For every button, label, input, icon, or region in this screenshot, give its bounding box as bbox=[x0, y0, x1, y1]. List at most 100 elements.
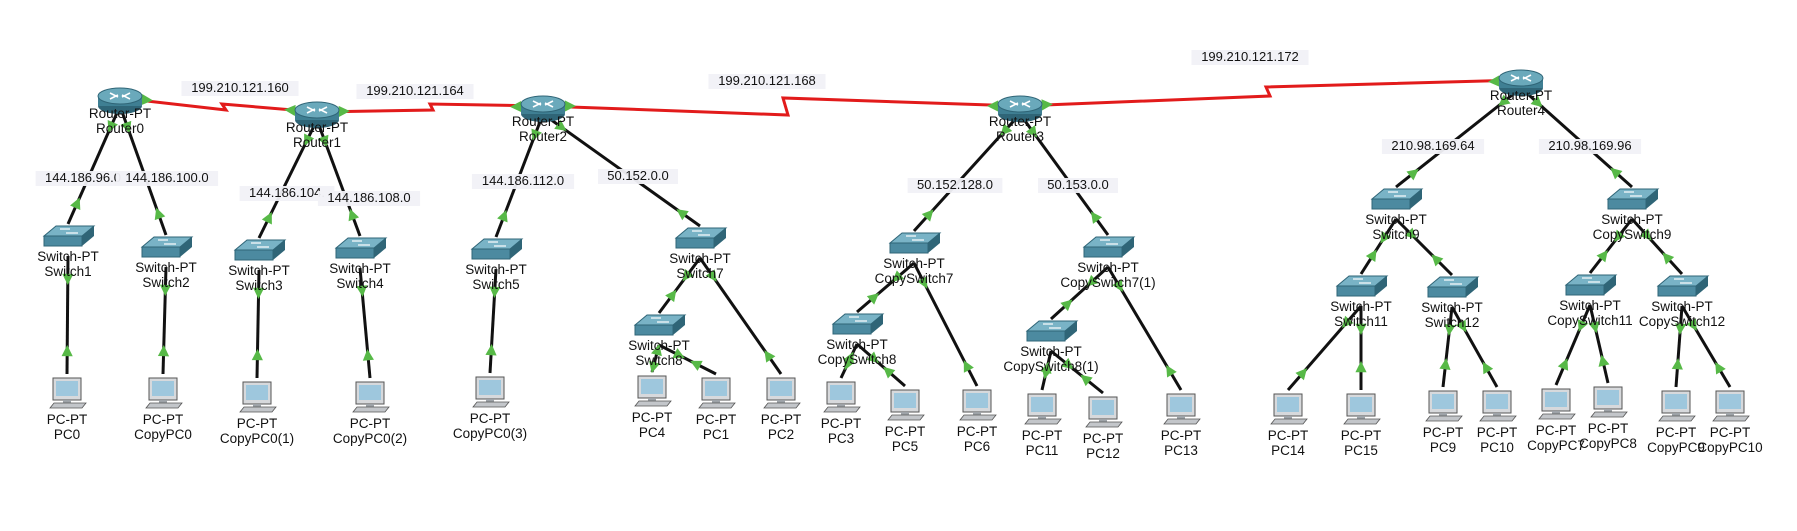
ethernet-link[interactable] bbox=[657, 257, 702, 314]
ethernet-link[interactable] bbox=[856, 261, 915, 314]
switch-front bbox=[1565, 284, 1605, 296]
ethernet-cable[interactable] bbox=[1674, 305, 1684, 388]
serial-cable[interactable] bbox=[119, 96, 318, 114]
serial-link[interactable] bbox=[542, 96, 1021, 117]
ethernet-link[interactable] bbox=[1674, 305, 1684, 388]
ethernet-link[interactable] bbox=[1394, 217, 1454, 277]
serial-link[interactable] bbox=[1019, 78, 1522, 108]
device-name-label: CopyPC7 bbox=[1527, 438, 1585, 453]
ethernet-link[interactable] bbox=[1441, 306, 1454, 388]
network-label: 144.186.96.0 bbox=[35, 170, 131, 186]
ethernet-cable[interactable] bbox=[856, 261, 915, 314]
serial-cable[interactable] bbox=[1019, 78, 1522, 108]
ethernet-cable[interactable] bbox=[1450, 306, 1499, 388]
device-model-label: PC-PT bbox=[761, 412, 802, 427]
ethernet-link[interactable] bbox=[1450, 306, 1499, 388]
pc-screen bbox=[1719, 394, 1741, 409]
ethernet-link[interactable] bbox=[488, 268, 498, 374]
ethernet-link[interactable] bbox=[1630, 217, 1684, 276]
ethernet-cable[interactable] bbox=[856, 342, 906, 388]
ethernet-cable[interactable] bbox=[1394, 217, 1454, 277]
switch-front bbox=[234, 249, 274, 261]
ethernet-cable[interactable] bbox=[658, 343, 717, 376]
device-model-label: Switch-PT bbox=[1077, 260, 1139, 275]
link-light bbox=[1530, 95, 1543, 108]
ethernet-link[interactable] bbox=[658, 343, 717, 376]
serial-link[interactable] bbox=[119, 96, 318, 114]
ethernet-cable[interactable] bbox=[1588, 304, 1610, 384]
ethernet-link[interactable] bbox=[1359, 218, 1398, 275]
network-address: 210.98.169.64 bbox=[1391, 138, 1474, 153]
ethernet-cable[interactable] bbox=[1359, 218, 1398, 275]
ethernet-cable[interactable] bbox=[488, 268, 498, 374]
ethernet-link[interactable] bbox=[1554, 304, 1592, 386]
pc-stand bbox=[1493, 413, 1501, 417]
ethernet-cable[interactable] bbox=[1680, 305, 1732, 388]
ethernet-cable[interactable] bbox=[1554, 304, 1592, 386]
ethernet-link[interactable] bbox=[856, 342, 906, 388]
ethernet-cable[interactable] bbox=[1049, 265, 1110, 321]
ethernet-cable[interactable] bbox=[1050, 349, 1104, 395]
network-label-bg bbox=[317, 191, 421, 206]
ethernet-cable[interactable] bbox=[657, 257, 702, 314]
serial-cable[interactable] bbox=[316, 102, 544, 114]
serial-link[interactable] bbox=[316, 102, 544, 114]
serial-cable[interactable] bbox=[542, 96, 1021, 117]
ethernet-cable[interactable] bbox=[1630, 217, 1684, 276]
ethernet-cable[interactable] bbox=[1441, 306, 1454, 388]
device-name-label: Switch2 bbox=[142, 275, 189, 290]
ethernet-link[interactable] bbox=[1680, 305, 1732, 388]
ethernet-link[interactable] bbox=[1588, 304, 1610, 384]
network-label: 199.210.121.168 bbox=[708, 73, 826, 89]
ethernet-link[interactable] bbox=[1050, 349, 1104, 395]
ethernet-link[interactable] bbox=[1588, 218, 1634, 274]
ethernet-link[interactable] bbox=[1049, 265, 1110, 321]
device-name-label: Switch12 bbox=[1425, 315, 1480, 330]
ethernet-cable[interactable] bbox=[1588, 218, 1634, 274]
